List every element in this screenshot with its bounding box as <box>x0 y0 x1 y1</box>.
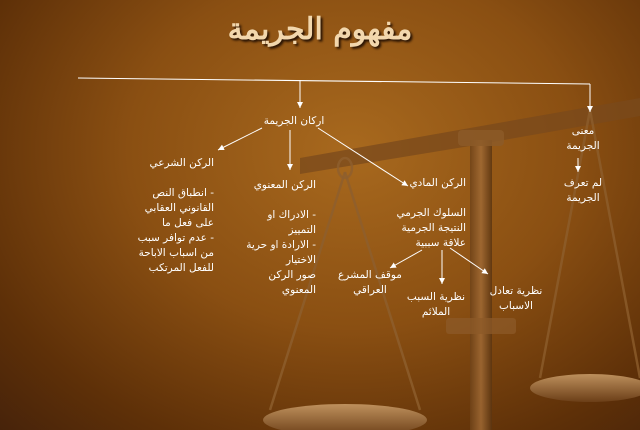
legal-detail-3: على فعل ما <box>161 217 214 229</box>
node-material-details: السلوك الجرمي النتيجة الجرمية علاقة سببي… <box>376 206 466 251</box>
iraqi-position-line-1: موقف المشرع <box>338 269 402 281</box>
adequate-cause-line-1: نظرية السبب <box>406 291 466 303</box>
node-moral-details: - الادراك او التمييز - الارادة او حرية ا… <box>232 208 316 298</box>
node-adequate-cause: نظرية السبب الملائم <box>398 290 474 320</box>
legal-detail-6: للفعل المرتكب <box>148 262 214 274</box>
equivalence-line-1: نظرية تعادل <box>489 285 543 297</box>
node-equivalence: نظرية تعادل الاسباب <box>478 284 554 314</box>
moral-detail-5: صور الركن <box>268 269 316 281</box>
legal-detail-2: القانوني العقابي <box>144 202 214 214</box>
arrow-to-iraqi-position <box>389 249 423 269</box>
moral-detail-6: المعنوي <box>281 284 316 296</box>
slide-title: مفهوم الجريمة <box>227 12 413 47</box>
moral-detail-4: الاختيار <box>285 254 316 266</box>
moral-detail-3: - الارادة او حرية <box>246 239 316 251</box>
node-meaning: معنى الجريمة <box>548 124 618 154</box>
moral-detail-2: التمييز <box>288 224 317 236</box>
legal-detail-4: - عدم توافر سبب <box>137 232 214 244</box>
node-moral-pillar-label: الركن المعنوي <box>253 179 316 191</box>
arrow-to-equivalence <box>449 247 489 275</box>
node-moral-pillar: الركن المعنوي <box>232 178 316 193</box>
node-material-pillar-label: الركن المادي <box>409 177 466 189</box>
material-detail-1: السلوك الجرمي <box>396 207 466 219</box>
legal-detail-1: - انطباق النص <box>152 187 214 199</box>
material-detail-3: علاقة سببية <box>415 237 466 249</box>
node-legal-pillar: الركن الشرعي <box>130 156 214 171</box>
equivalence-line-2: الاسباب <box>499 300 533 312</box>
node-undefined-line-1: لم تعرف <box>563 177 603 189</box>
arrow-to-legal-pillar <box>217 127 263 151</box>
legal-detail-5: من اسباب الاباحة <box>138 247 214 259</box>
node-legal-details: - انطباق النص القانوني العقابي على فعل م… <box>130 186 214 276</box>
node-undefined: لم تعرف الجريمة <box>548 176 618 206</box>
node-iraqi-position: موقف المشرع العراقي <box>332 268 408 298</box>
node-material-pillar: الركن المادي <box>380 176 466 191</box>
top-horizontal-line <box>77 77 591 85</box>
node-legal-pillar-label: الركن الشرعي <box>149 157 214 169</box>
node-meaning-line-2: الجريمة <box>566 140 600 152</box>
node-pillars-label: اركان الجريمة <box>263 115 325 127</box>
iraqi-position-line-2: العراقي <box>353 284 387 296</box>
node-pillars: اركان الجريمة <box>244 114 344 129</box>
node-undefined-line-2: الجريمة <box>566 192 600 204</box>
moral-detail-1: - الادراك او <box>267 209 316 221</box>
material-detail-2: النتيجة الجرمية <box>401 222 466 234</box>
adequate-cause-line-2: الملائم <box>421 306 451 318</box>
node-meaning-line-1: معنى <box>571 125 595 137</box>
arrow-to-material-pillar <box>317 127 409 187</box>
